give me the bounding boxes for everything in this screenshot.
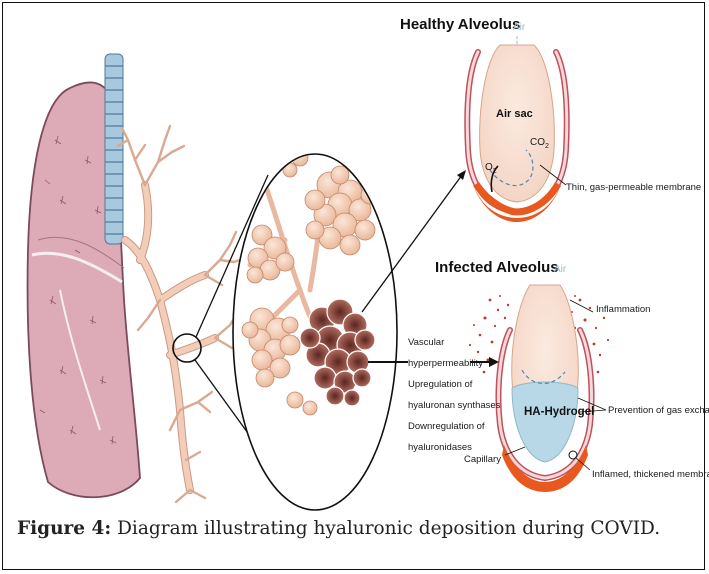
healthy-air-label: Air — [513, 22, 526, 33]
inflammation-label: Inflammation — [596, 304, 650, 315]
capillary-label: Capillary — [464, 454, 501, 465]
healthy-title: Healthy Alveolus — [400, 16, 520, 33]
infected-alveolus: Infected Alveolus Air HA-Hydrogel Inflam… — [435, 259, 709, 492]
mechanism-line: hyaluronan synthases — [408, 400, 501, 411]
magnified-alveoli — [233, 150, 397, 510]
thin-membrane-label: Thin, gas-permeable membrane — [566, 182, 701, 193]
ha-hydrogel — [512, 382, 578, 462]
healthy-alveolus: Healthy Alveolus Air Air sac O2 CO2 Thin… — [400, 16, 701, 222]
air-sac-label: Air sac — [496, 108, 533, 120]
mechanism-line: Upregulation of — [408, 379, 473, 390]
prevention-label: Prevention of gas exchange — [608, 405, 709, 416]
mechanism-line: hyaluronidases — [408, 442, 472, 453]
infected-title: Infected Alveolus — [435, 259, 559, 276]
infected-air-label: Air — [554, 264, 567, 275]
figure-caption: Figure 4: Diagram illustrating hyaluroni… — [17, 517, 687, 541]
mechanisms-list: Vascular hyperpermeability Upregulation … — [408, 337, 501, 453]
mechanism-line: Vascular — [408, 337, 444, 348]
co2-label: CO — [530, 137, 545, 148]
thickened-membrane-label: Inflamed, thickened membrane — [592, 469, 709, 480]
mechanism-line: Downregulation of — [408, 421, 485, 432]
caption-label: Figure 4: — [17, 518, 111, 539]
caption-text: Diagram illustrating hyaluronic depositi… — [111, 518, 660, 539]
mechanism-line: hyperpermeability — [408, 358, 483, 369]
trachea — [105, 54, 123, 244]
